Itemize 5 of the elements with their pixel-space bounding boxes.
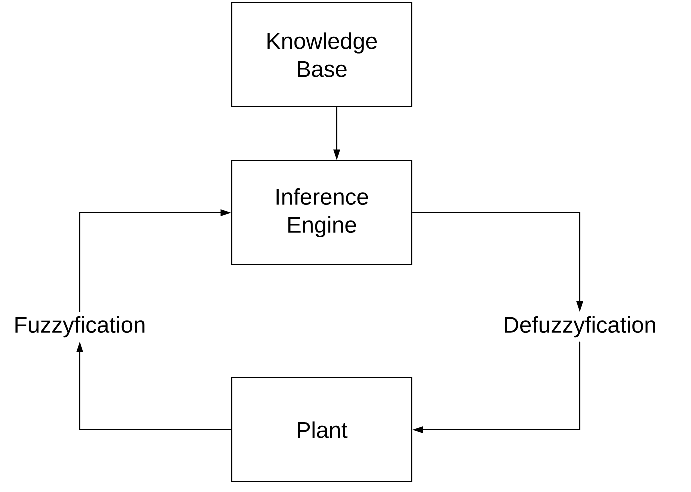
process-box: Plant: [231, 377, 413, 483]
stage-label: Defuzzyfication: [505, 316, 656, 338]
stage-label: Fuzzyfication: [16, 316, 145, 338]
process-box: Knowledge Base: [231, 2, 413, 108]
process-box: Inference Engine: [231, 160, 413, 266]
